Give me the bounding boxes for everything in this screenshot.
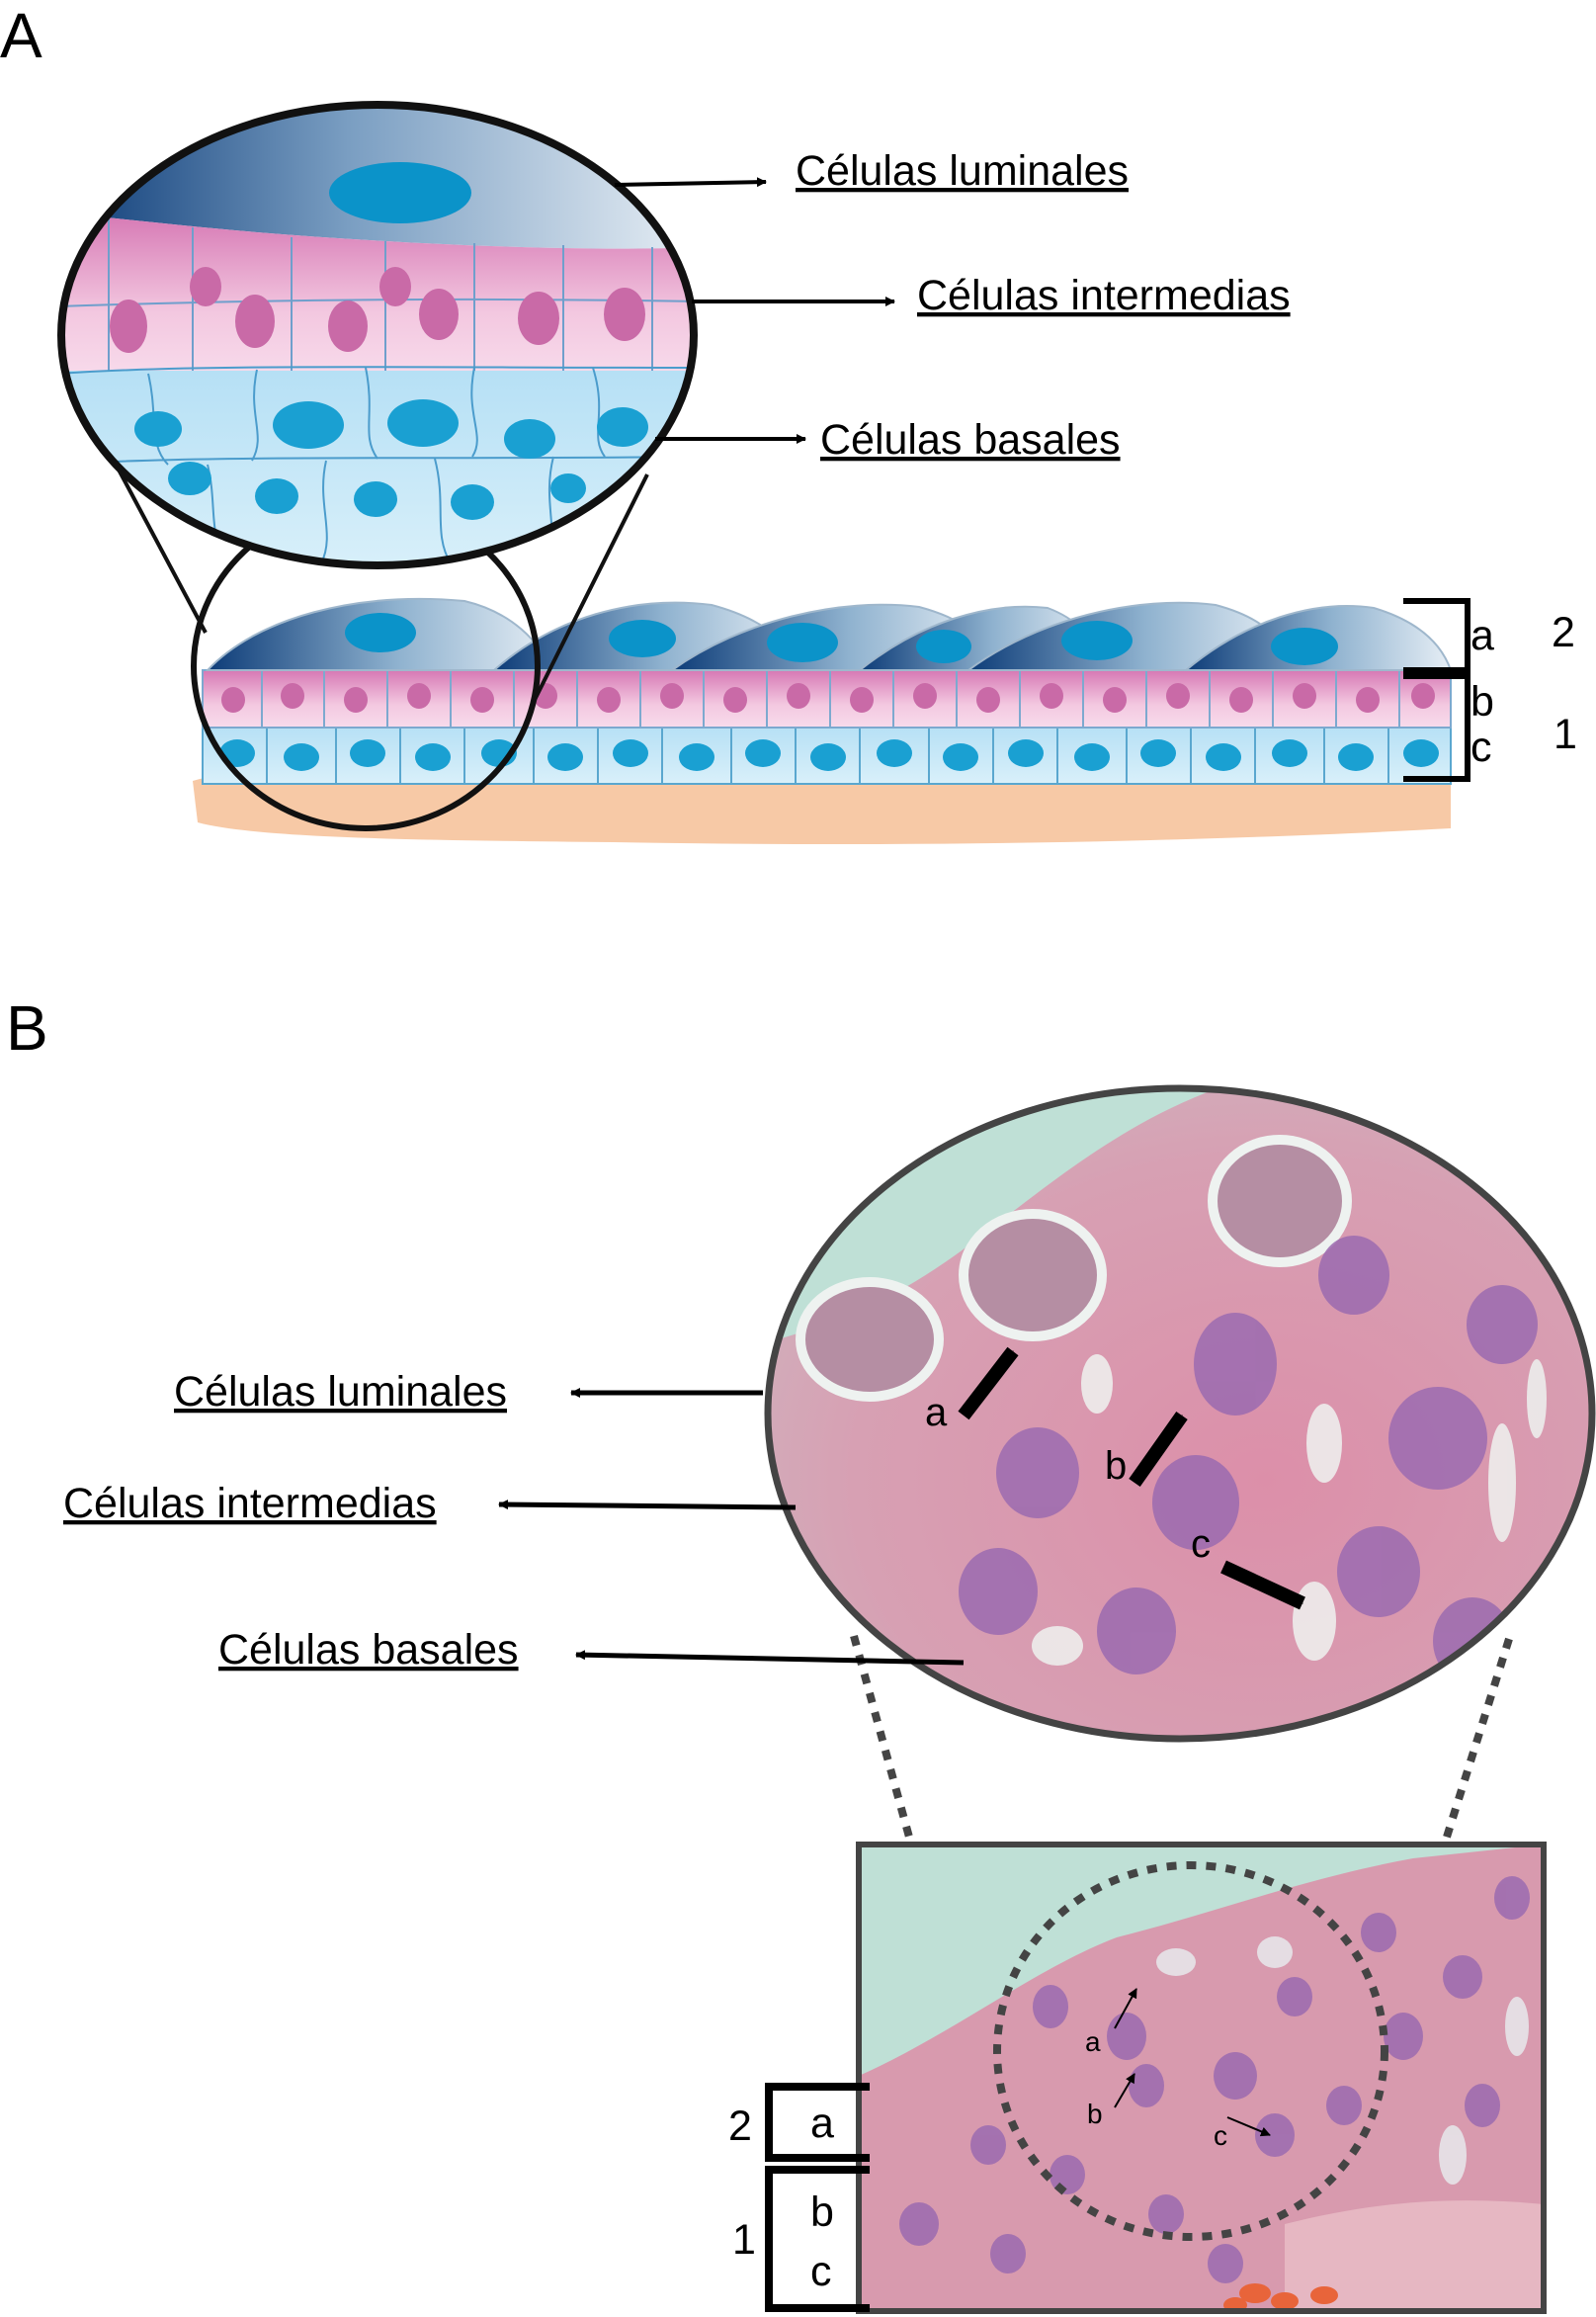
overview-marker-a: a bbox=[1085, 2026, 1101, 2057]
arrow-b-basal bbox=[575, 1650, 965, 1666]
intermediate-cells-row bbox=[261, 670, 1400, 728]
magnified-arrow-c bbox=[1220, 1560, 1305, 1610]
overview-arrow-b bbox=[1114, 2073, 1135, 2108]
micrograph-connector-left bbox=[850, 1634, 963, 2018]
micrograph-overview-vacuoles bbox=[1156, 1936, 1529, 2185]
zoom-basal-nuclei bbox=[134, 399, 648, 520]
bracket-a-group-2: 2 bbox=[1552, 609, 1575, 656]
bracket-b-luminal bbox=[765, 2083, 870, 2162]
bracket-a-luminal bbox=[1403, 598, 1470, 673]
zoom-intermediate-nuclei bbox=[110, 267, 645, 353]
magnified-nuclei bbox=[959, 1236, 1538, 1684]
micrograph-magnified-outline bbox=[764, 1084, 1596, 1743]
panel-a-letter: A bbox=[0, 0, 42, 71]
basal-nuclei-row bbox=[219, 739, 1439, 771]
micrograph-overview-dotted-circle bbox=[993, 1861, 1388, 2241]
micrograph-overview bbox=[859, 1845, 1544, 2311]
overview-arrow-c bbox=[1226, 2116, 1271, 2137]
panel-b-letter: B bbox=[6, 992, 48, 1064]
overview-marker-b: b bbox=[1087, 2099, 1103, 2129]
bracket-a-letter-b: b bbox=[1470, 678, 1494, 726]
magnified-luminal-cells bbox=[796, 1135, 1352, 1402]
label-b-basal: Células basales bbox=[218, 1626, 519, 1673]
stroma-layer bbox=[193, 769, 1451, 845]
bracket-a-basal bbox=[1403, 673, 1470, 782]
luminal-nuclei-row bbox=[345, 613, 1338, 665]
zoom-luminal-nucleus bbox=[329, 162, 471, 223]
bracket-a-letter-a: a bbox=[1470, 612, 1494, 659]
label-b-luminal: Células luminales bbox=[174, 1368, 507, 1416]
overview-arrow-a bbox=[1114, 1988, 1137, 2029]
label-a-basal: Células basales bbox=[820, 416, 1121, 464]
bracket-b-letter-b: b bbox=[810, 2188, 834, 2236]
overview-marker-c: c bbox=[1214, 2120, 1227, 2151]
micrograph-overview-frame bbox=[856, 1842, 1547, 2314]
bracket-b-group-2: 2 bbox=[728, 2102, 752, 2150]
zoom-circle-outline bbox=[57, 101, 698, 569]
bracket-b-letter-c: c bbox=[810, 2248, 832, 2295]
label-a-luminal: Células luminales bbox=[796, 147, 1129, 195]
arrow-b-intermediate bbox=[498, 1500, 797, 1510]
epithelium-strip bbox=[202, 597, 1453, 785]
arrow-a-luminal bbox=[614, 177, 767, 188]
bracket-a-letter-c: c bbox=[1470, 724, 1492, 771]
zoom-connector-right bbox=[532, 473, 649, 703]
bracket-b-letter-a: a bbox=[810, 2100, 834, 2147]
red-blood-cells bbox=[1223, 2283, 1338, 2311]
bracket-a-group-1: 1 bbox=[1554, 711, 1577, 758]
label-b-intermediate: Células intermedias bbox=[63, 1480, 437, 1527]
bracket-b-basal bbox=[765, 2166, 870, 2312]
magnified-marker-c: c bbox=[1191, 1522, 1211, 1566]
magnified-arrow-a bbox=[958, 1346, 1019, 1420]
label-a-intermediate: Células intermedias bbox=[917, 272, 1291, 319]
magnified-arrow-b bbox=[1129, 1411, 1188, 1488]
magnified-marker-b: b bbox=[1105, 1444, 1127, 1488]
intermediate-nuclei-row bbox=[221, 683, 1435, 713]
magnified-marker-a: a bbox=[925, 1391, 948, 1434]
micrograph-overview-nuclei bbox=[899, 1876, 1530, 2283]
zoom-connector-left bbox=[117, 469, 208, 634]
bracket-b-group-1: 1 bbox=[732, 2216, 756, 2264]
basal-cells-row bbox=[266, 727, 1389, 784]
